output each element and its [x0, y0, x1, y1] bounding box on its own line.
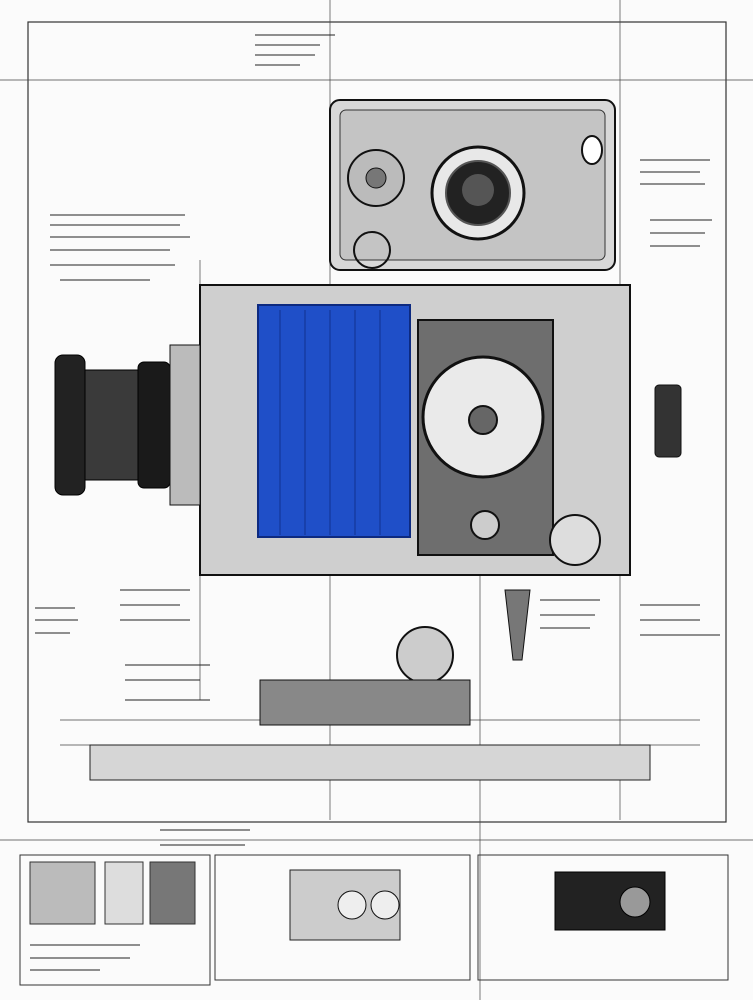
side-lens — [54, 344, 201, 506]
top-camera-body — [329, 99, 616, 271]
handwritten-annotations — [30, 34, 720, 971]
blue-film-panel — [257, 304, 411, 538]
bottom-panels — [19, 854, 729, 986]
side-knob-icon — [654, 384, 682, 458]
lower-assembly — [89, 626, 651, 781]
main-camera-body — [199, 284, 682, 661]
main-frame — [27, 21, 727, 823]
